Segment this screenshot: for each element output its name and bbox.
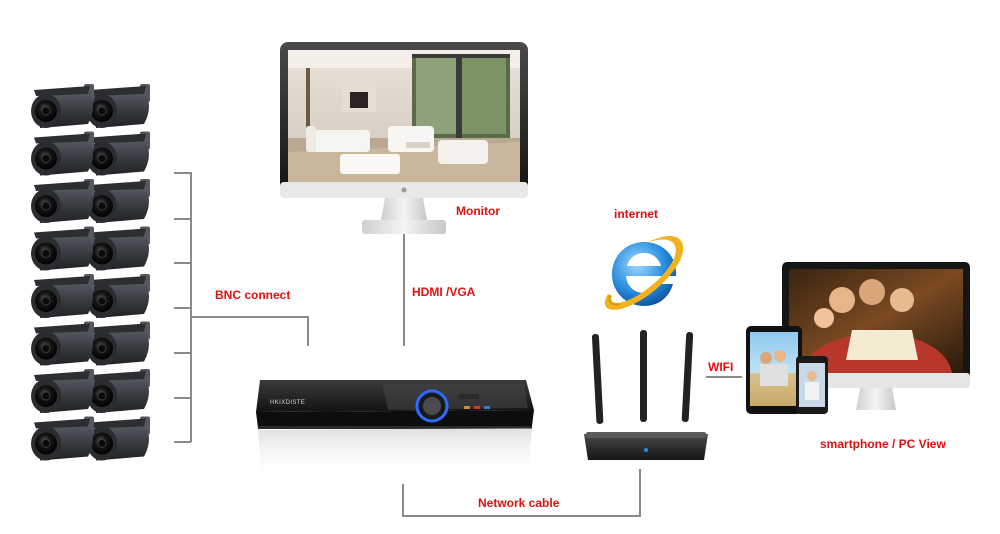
bnc-tick-4: [174, 307, 191, 309]
bnc-tick-1: [174, 172, 191, 174]
bullet-camera: [31, 369, 94, 413]
bullet-camera: [31, 84, 94, 128]
bullet-camera: [87, 417, 150, 461]
bnc-tick-6: [174, 397, 191, 399]
bullet-camera: [87, 322, 150, 366]
pc-and-mobile-devices: [742, 260, 972, 420]
wifi-router: [578, 326, 718, 476]
hdmi-line: [403, 234, 405, 346]
internet-label: internet: [614, 207, 658, 221]
bullet-camera: [87, 274, 150, 318]
bullet-camera: [87, 179, 150, 223]
bnc-tick-5: [174, 352, 191, 354]
bnc-horizontal: [191, 316, 309, 318]
bullet-camera: [31, 417, 94, 461]
bnc-tick-2: [174, 218, 191, 220]
dvr-brand-label: HKIXDISTE: [270, 400, 305, 406]
bullet-camera: [31, 322, 94, 366]
monitor-label: Monitor: [456, 204, 500, 218]
bullet-camera: [31, 179, 94, 223]
bnc-tick-7: [174, 441, 191, 443]
bullet-camera: [31, 274, 94, 318]
network-line-bottom: [402, 515, 641, 517]
bullet-camera: [31, 227, 94, 271]
bnc-tick-3: [174, 262, 191, 264]
network-cable-label: Network cable: [478, 496, 559, 510]
bullet-camera: [31, 132, 94, 176]
dvr-recorder: HKIXDISTE: [252, 340, 542, 482]
network-line-left: [402, 484, 404, 517]
bullet-camera: [87, 369, 150, 413]
hdmi-vga-label: HDMI /VGA: [412, 285, 475, 299]
bullet-camera: [87, 227, 150, 271]
wifi-label: WIFI: [708, 360, 733, 374]
pc-view-label: smartphone / PC View: [820, 437, 946, 451]
network-line-right: [639, 469, 641, 517]
bnc-connect-label: BNC connect: [215, 288, 290, 302]
internet-explorer-icon: [600, 228, 690, 318]
bullet-camera: [87, 84, 150, 128]
bullet-camera: [87, 132, 150, 176]
